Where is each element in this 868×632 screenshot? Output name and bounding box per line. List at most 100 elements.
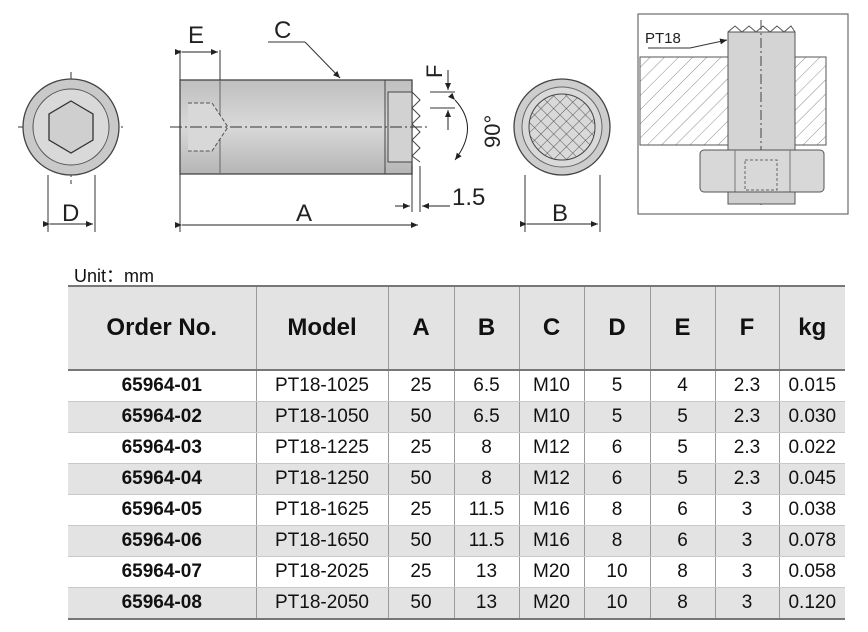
table-row: 65964-05 PT18-1625 25 11.5 M16 8 6 3 0.0… [68,494,845,526]
dim-label-angle: 90° [480,115,505,148]
cell-c: M20 [518,556,584,588]
cell-b: 13 [453,587,519,620]
end-view-hex: D [18,72,126,232]
cell-kg: 0.058 [778,556,845,588]
cell-e: 6 [649,494,715,526]
cell-c: M12 [518,432,584,464]
cell-b: 11.5 [453,494,519,526]
header-a: A [387,285,454,371]
cell-c: M10 [518,370,584,402]
cell-order-no: 65964-03 [68,432,256,464]
table-row: 65964-08 PT18-2050 50 13 M20 10 8 3 0.12… [68,587,845,620]
cell-order-no: 65964-06 [68,525,256,557]
cell-c: M16 [518,494,584,526]
cell-b: 6.5 [453,401,519,433]
cell-kg: 0.030 [778,401,845,433]
cell-b: 8 [453,463,519,495]
spec-table: Order No. Model A B C D E F kg 65964-01 … [68,285,845,620]
cell-f: 2.3 [714,401,779,433]
cell-a: 50 [387,525,454,557]
header-b: B [453,285,519,371]
header-c: C [518,285,584,371]
cell-a: 50 [387,463,454,495]
cell-kg: 0.078 [778,525,845,557]
cell-e: 5 [649,463,715,495]
dim-label-f: F [422,65,447,78]
application-inset: PT18 [637,13,849,215]
cell-a: 50 [387,587,454,620]
cell-f: 2.3 [714,432,779,464]
table-row: 65964-04 PT18-1250 50 8 M12 6 5 2.3 0.04… [68,463,845,495]
cell-d: 8 [583,525,650,557]
cell-kg: 0.038 [778,494,845,526]
cell-order-no: 65964-02 [68,401,256,433]
inset-model-label: PT18 [645,30,681,47]
cell-a: 25 [387,370,454,402]
table-row: 65964-07 PT18-2025 25 13 M20 10 8 3 0.05… [68,556,845,588]
header-order-no: Order No. [68,285,256,371]
cell-e: 8 [649,556,715,588]
header-kg: kg [778,285,845,371]
cell-kg: 0.015 [778,370,845,402]
cell-b: 13 [453,556,519,588]
header-model: Model [255,285,388,371]
cell-e: 4 [649,370,715,402]
cell-order-no: 65964-07 [68,556,256,588]
cell-a: 50 [387,401,454,433]
cell-e: 8 [649,587,715,620]
cell-c: M12 [518,463,584,495]
cell-order-no: 65964-08 [68,587,256,620]
unit-label: Unit：mm [74,266,154,286]
dim-label-tip: 1.5 [452,184,485,211]
cell-b: 8 [453,432,519,464]
technical-drawing: D E C F 90° 1.5 A [18,13,849,232]
cell-d: 5 [583,370,650,402]
dim-label-d: D [62,200,79,227]
cell-order-no: 65964-01 [68,370,256,402]
cell-d: 5 [583,401,650,433]
table-header-row: Order No. Model A B C D E F kg [68,285,845,371]
cell-order-no: 65964-04 [68,463,256,495]
cell-f: 3 [714,525,779,557]
cell-c: M16 [518,525,584,557]
dim-label-a: A [296,200,312,227]
cell-c: M10 [518,401,584,433]
table-row: 65964-02 PT18-1050 50 6.5 M10 5 5 2.3 0.… [68,401,845,433]
cell-model: PT18-1025 [255,370,388,402]
cell-kg: 0.120 [778,587,845,620]
cell-d: 8 [583,494,650,526]
cell-kg: 0.045 [778,463,845,495]
cell-model: PT18-2025 [255,556,388,588]
cell-model: PT18-2050 [255,587,388,620]
cell-order-no: 65964-05 [68,494,256,526]
cell-b: 11.5 [453,525,519,557]
cell-e: 5 [649,401,715,433]
header-d: D [583,285,650,371]
dim-label-e: E [188,22,204,49]
dim-label-b: B [552,200,568,227]
table-row: 65964-03 PT18-1225 25 8 M12 6 5 2.3 0.02… [68,432,845,464]
cell-e: 5 [649,432,715,464]
cell-d: 6 [583,432,650,464]
header-f: F [714,285,779,371]
table-row: 65964-06 PT18-1650 50 11.5 M16 8 6 3 0.0… [68,525,845,557]
cell-d: 10 [583,587,650,620]
cell-a: 25 [387,494,454,526]
cell-a: 25 [387,556,454,588]
cell-d: 10 [583,556,650,588]
dim-label-c: C [274,17,291,44]
cell-d: 6 [583,463,650,495]
cell-model: PT18-1250 [255,463,388,495]
cell-b: 6.5 [453,370,519,402]
cell-model: PT18-1650 [255,525,388,557]
cell-model: PT18-1625 [255,494,388,526]
end-view-knurled: B [513,78,611,232]
cell-f: 3 [714,556,779,588]
table-row: 65964-01 PT18-1025 25 6.5 M10 5 4 2.3 0.… [68,370,845,402]
cell-kg: 0.022 [778,432,845,464]
cell-f: 2.3 [714,463,779,495]
header-e: E [649,285,715,371]
cell-f: 3 [714,587,779,620]
cell-e: 6 [649,525,715,557]
cell-f: 3 [714,494,779,526]
